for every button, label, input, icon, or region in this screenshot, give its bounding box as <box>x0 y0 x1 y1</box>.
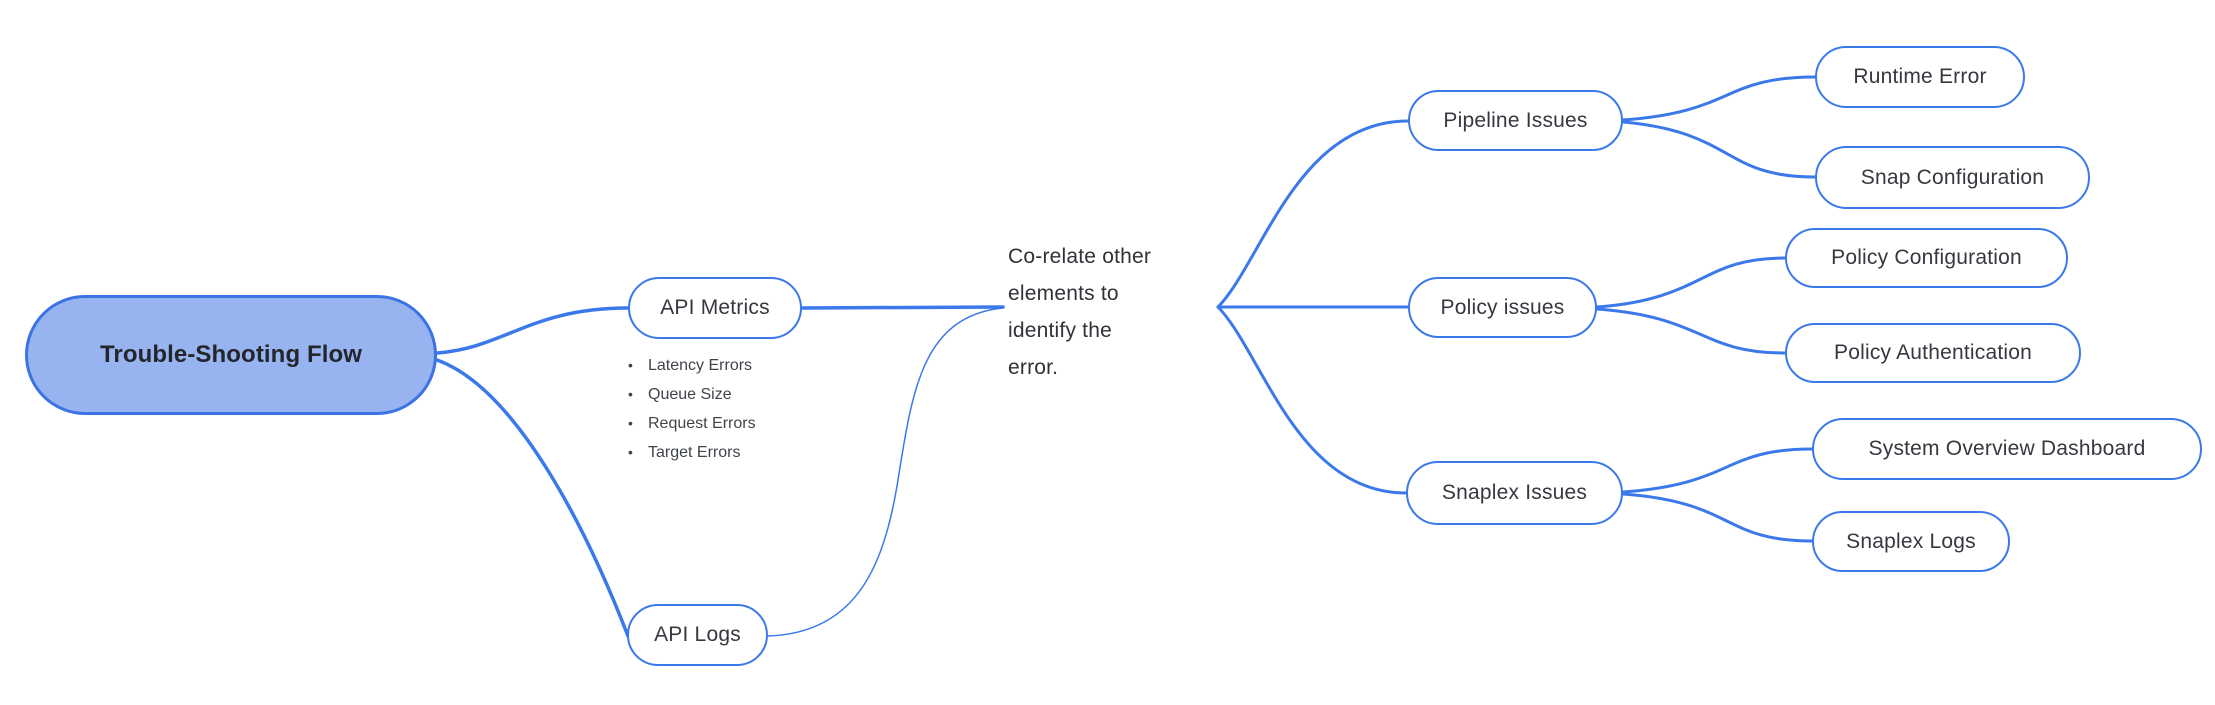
edge-policy-to-policy-configuration <box>1595 256 1787 309</box>
edge-api-metrics-to-note <box>800 305 1005 310</box>
edge-note-to-snaplex-issues <box>1216 305 1408 495</box>
node-api-logs: API Logs <box>627 604 768 666</box>
edge-api-logs-to-note <box>767 307 1004 637</box>
node-trouble-shooting-flow: Trouble-Shooting Flow <box>25 295 437 415</box>
node-snaplex-logs: Snaplex Logs <box>1812 511 2010 572</box>
edge-policy-to-policy-authentication <box>1595 307 1787 355</box>
edge-snaplex-to-snaplex-logs <box>1621 492 1814 543</box>
bullet-request-errors: Request Errors <box>628 409 756 438</box>
bullet-latency-errors: Latency Errors <box>628 351 756 380</box>
note-line: Co-relate other <box>1008 245 1152 268</box>
node-snaplex-issues: Snaplex Issues <box>1406 461 1623 525</box>
node-policy-issues: Policy issues <box>1408 277 1597 338</box>
note-line: elements to <box>1008 282 1119 305</box>
node-policy-configuration: Policy Configuration <box>1785 228 2068 288</box>
note-line: error. <box>1008 356 1059 379</box>
node-runtime-error: Runtime Error <box>1815 46 2025 108</box>
note-line: identify the <box>1008 319 1112 342</box>
api-metrics-bullet-list: Latency Errors Queue Size Request Errors… <box>628 351 756 467</box>
edge-root-to-api-logs <box>435 358 630 638</box>
bullet-queue-size: Queue Size <box>628 380 756 409</box>
note-corelate: Co-relate other elements to identify the… <box>1008 238 1208 386</box>
node-system-overview-dashboard: System Overview Dashboard <box>1812 418 2202 480</box>
edge-pipeline-to-runtime-error <box>1621 75 1817 122</box>
node-pipeline-issues: Pipeline Issues <box>1408 90 1623 151</box>
bullet-target-errors: Target Errors <box>628 438 756 467</box>
edge-snaplex-to-dashboard <box>1621 447 1814 494</box>
edge-pipeline-to-snap-configuration <box>1621 120 1817 179</box>
node-policy-authentication: Policy Authentication <box>1785 323 2081 383</box>
node-snap-configuration: Snap Configuration <box>1815 146 2090 209</box>
edge-note-to-pipeline-issues <box>1216 119 1410 309</box>
edge-root-to-api-metrics <box>435 306 630 355</box>
node-api-metrics: API Metrics <box>628 277 802 339</box>
